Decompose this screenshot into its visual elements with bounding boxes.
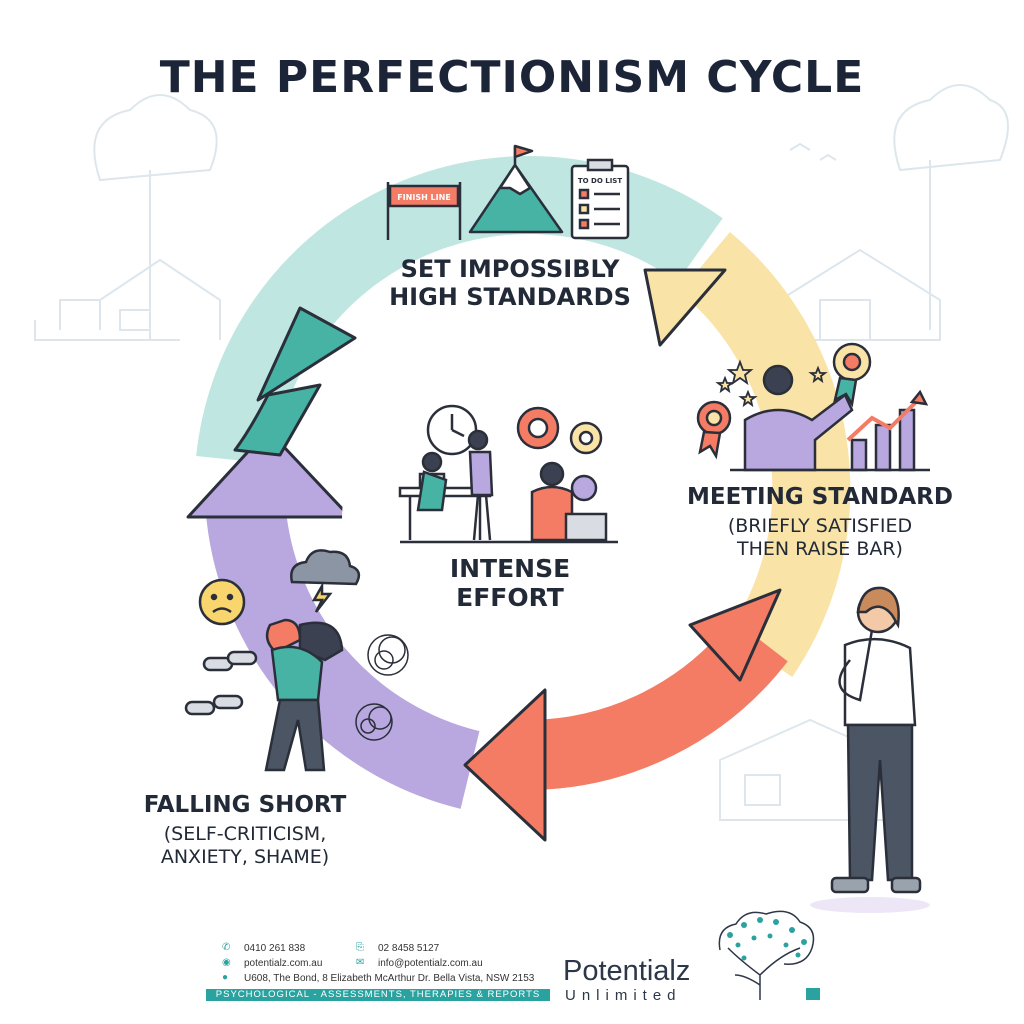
fax-icon: ⎘ [356, 942, 364, 953]
stage-label-set-standards: SET IMPOSSIBLY HIGH STANDARDS [360, 255, 660, 312]
star-icon [715, 359, 828, 408]
stage-label-falling-short: FALLING SHORT [143, 792, 347, 818]
footer-website[interactable]: potentialz.com.au [244, 958, 323, 969]
finish-line-flag [386, 182, 462, 240]
brand-subtitle: Unlimited [565, 987, 682, 1004]
stage-detail-falling-short: (SELF-CRITICISM, ANXIETY, SHAME) [130, 823, 360, 869]
todo-list-icon [570, 158, 630, 240]
todo-list-text: TO DO LIST [578, 177, 622, 185]
stage-detail-meeting-standard: (BRIEFLY SATISFIED THEN RAISE BAR) [690, 515, 950, 561]
stage-detail-line: THEN RAISE BAR) [737, 538, 903, 561]
meeting-standard-illustration [696, 342, 930, 472]
laptop-icon [564, 512, 608, 542]
stage-label-meeting-standard: MEETING STANDARD [687, 484, 953, 510]
stage-detail-line: (BRIEFLY SATISFIED [727, 515, 913, 537]
footer-fax[interactable]: 02 8458 5127 [378, 943, 440, 954]
thinking-person-illustration [810, 586, 930, 913]
stage-label-line: INTENSE [449, 554, 571, 583]
storm-cloud-icon [290, 549, 361, 586]
finish-line-text: FINISH LINE [397, 193, 451, 202]
location-pin-icon: ● [222, 972, 229, 983]
footer-tagline: PSYCHOLOGICAL - ASSESSMENTS, THERAPIES &… [206, 989, 550, 1001]
brand-name: Potentialz [563, 955, 691, 987]
sad-face-icon [198, 578, 246, 626]
intense-effort-illustration [398, 404, 618, 544]
phone-icon: ✆ [222, 942, 231, 953]
footer-address: U608, The Bond, 8 Elizabeth McArthur Dr.… [244, 973, 535, 984]
arrow-teal-shaft [233, 383, 322, 457]
arrowhead-meeting [643, 268, 727, 347]
stage-label-line: HIGH STANDARDS [389, 282, 631, 311]
mail-icon: ✉ [356, 957, 365, 968]
arrowhead-falling-to-set [186, 428, 352, 519]
arrowhead-effort-up [688, 588, 782, 682]
stage-detail-line: (SELF-CRITICISM, [163, 823, 327, 845]
arrowhead-teal [256, 306, 357, 402]
page-title: THE PERFECTIONISM CYCLE [159, 52, 865, 103]
arrowhead-effort-down [463, 688, 547, 842]
scribble-icon [355, 634, 409, 741]
falling-short-illustration [184, 549, 409, 772]
inner-circle [342, 350, 682, 690]
gear-icon [570, 474, 598, 502]
stage-label-line: SET IMPOSSIBLY [400, 255, 620, 283]
stage-label-intense-effort: INTENSE EFFORT [410, 554, 610, 612]
footer-phone[interactable]: 0410 261 838 [244, 943, 306, 954]
stage-label-line: EFFORT [456, 583, 564, 612]
broken-chain-icon [184, 650, 258, 716]
footer-email[interactable]: info@potentialz.com.au [378, 958, 483, 969]
mountain-icon [468, 144, 564, 234]
stage-detail-line: ANXIETY, SHAME) [160, 846, 330, 869]
cycle-arrowheads [186, 268, 782, 842]
globe-icon: ◉ [222, 957, 231, 968]
